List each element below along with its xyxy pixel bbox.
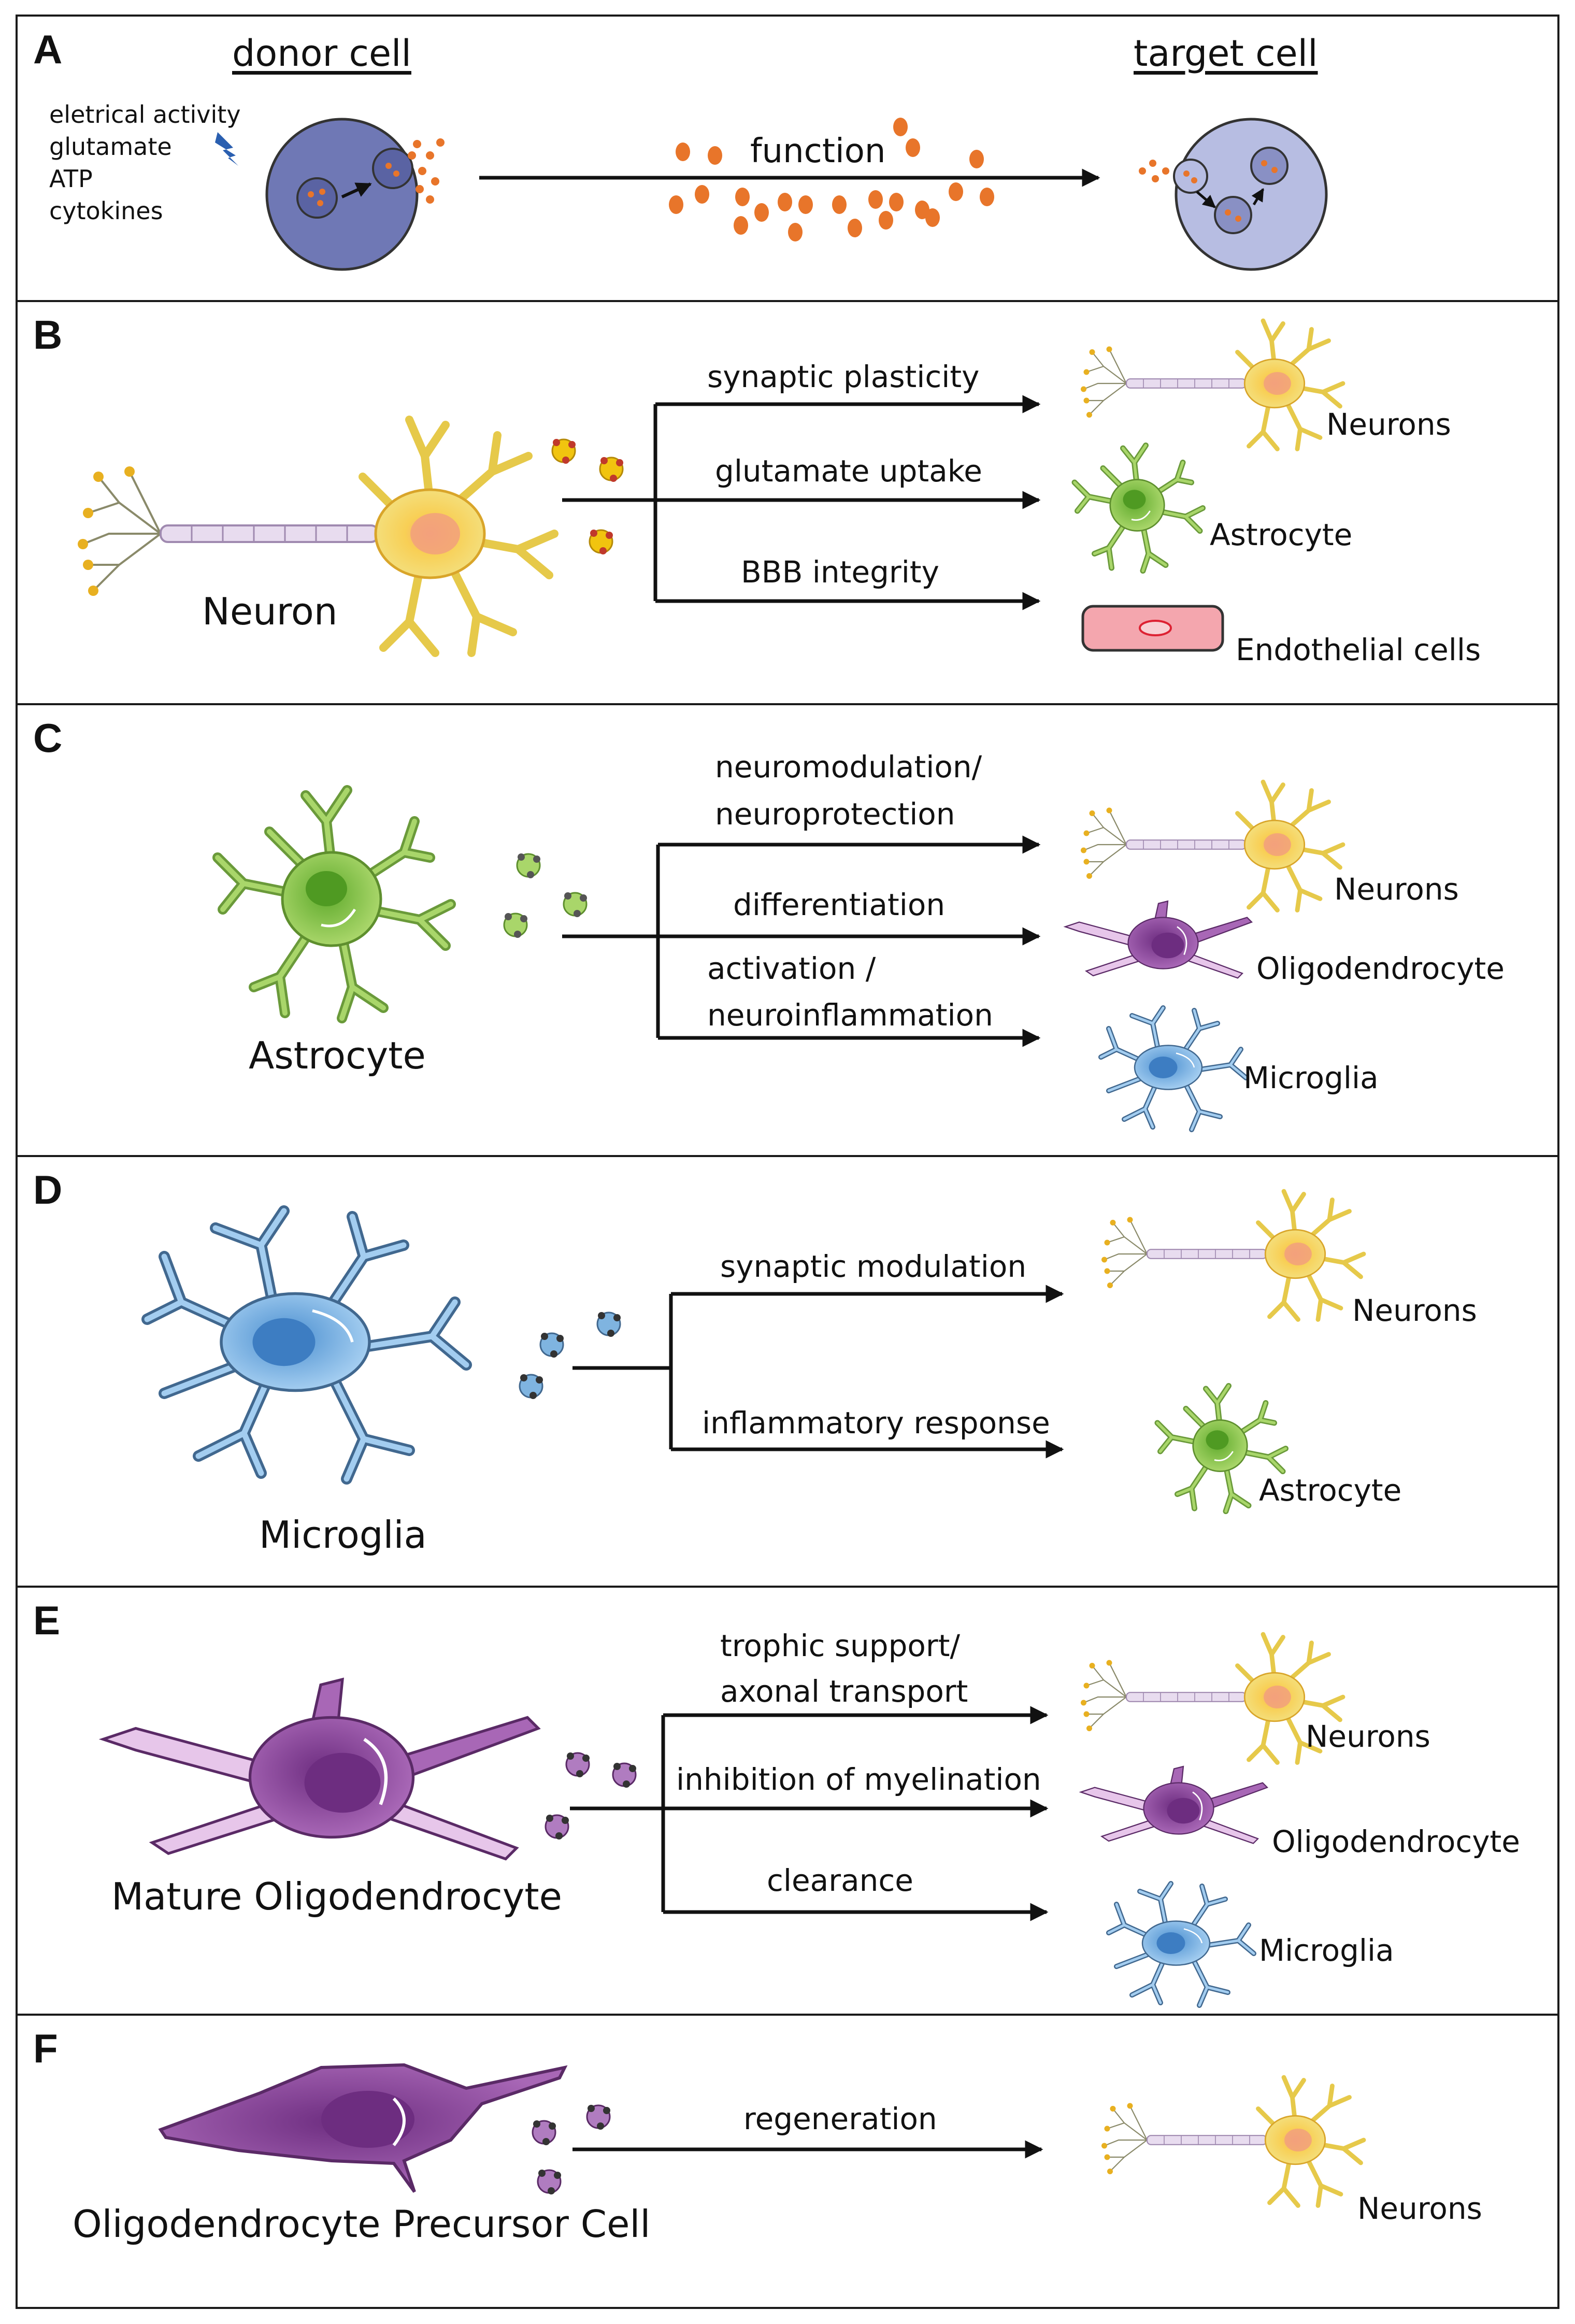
microglia-target-c xyxy=(1101,1008,1246,1130)
fn-clearance: clearance xyxy=(767,1863,913,1898)
neurons-target-f xyxy=(1101,2077,1364,2206)
opc-source-label: Oligodendrocyte Precursor Cell xyxy=(73,2202,651,2246)
neurons-target-b xyxy=(1081,321,1343,449)
function-label: function xyxy=(750,132,886,170)
fn-neuroprotection: neuroprotection xyxy=(715,796,955,832)
branch-arrows-b xyxy=(562,395,1041,610)
fn-inflammatory-response: inflammatory response xyxy=(702,1405,1050,1441)
donor-cell xyxy=(215,118,445,271)
fn-neuroinflammation: neuroinflammation xyxy=(707,997,993,1033)
lightning-icon xyxy=(215,132,238,166)
branch-arrows-c xyxy=(562,835,1041,1047)
microglia-target-e xyxy=(1109,1884,1254,2005)
oligodendrocyte-source-illustration xyxy=(103,1679,538,1859)
target-neurons-b: Neurons xyxy=(1326,407,1451,442)
target-oligodendrocyte-e: Oligodendrocyte xyxy=(1272,1824,1520,1859)
panel-label-e: E xyxy=(33,1598,61,1643)
fn-regeneration: regeneration xyxy=(743,2101,937,2136)
microglia-source-illustration xyxy=(147,1211,466,1479)
neurons-target-d xyxy=(1101,1191,1364,1320)
panel-label-f: F xyxy=(33,2026,58,2071)
fn-axonal-transport: axonal transport xyxy=(720,1674,968,1709)
stimulus-4: cytokines xyxy=(49,197,163,225)
fn-inhibition-of-myelination: inhibition of myelination xyxy=(676,1762,1041,1797)
microglia-source-label: Microglia xyxy=(259,1513,427,1557)
fn-synaptic-plasticity: synaptic plasticity xyxy=(707,359,980,394)
vesicles-blue xyxy=(519,1311,622,1400)
panel-label-a: A xyxy=(33,26,63,72)
target-neurons-e: Neurons xyxy=(1306,1719,1430,1754)
stimulus-3: ATP xyxy=(49,165,93,193)
panel-label-c: C xyxy=(33,715,63,761)
neurons-target-c xyxy=(1081,782,1343,910)
fn-trophic-support: trophic support/ xyxy=(720,1628,961,1663)
fn-activation: activation / xyxy=(707,951,876,986)
panel-label-d: D xyxy=(33,1167,63,1213)
target-cell-heading: target cell xyxy=(1134,32,1318,75)
target-astrocyte-d: Astrocyte xyxy=(1259,1473,1402,1508)
astrocyte-source-label: Astrocyte xyxy=(249,1034,426,1077)
target-endothelial-b: Endothelial cells xyxy=(1236,632,1481,667)
stimulus-2: glutamate xyxy=(49,133,172,161)
mature-oligodendrocyte-label: Mature Oligodendrocyte xyxy=(111,1875,562,1918)
stimulus-1: eletrical activity xyxy=(49,101,241,129)
fn-differentiation: differentiation xyxy=(733,887,946,922)
fn-neuromodulation: neuromodulation/ xyxy=(715,749,982,785)
target-neurons-c: Neurons xyxy=(1334,872,1459,907)
vesicles-purple-e xyxy=(545,1751,637,1841)
target-oligodendrocyte-c: Oligodendrocyte xyxy=(1256,951,1505,986)
vesicles-yellow xyxy=(551,438,624,555)
branch-arrows-d xyxy=(572,1285,1064,1459)
oligodendrocyte-target-c xyxy=(1064,900,1253,979)
astrocyte-target-b xyxy=(1075,446,1203,571)
target-astrocyte-b: Astrocyte xyxy=(1210,517,1353,552)
fn-bbb-integrity: BBB integrity xyxy=(741,554,939,590)
target-cell xyxy=(1139,118,1328,271)
endothelial-cell xyxy=(1081,605,1224,652)
panel-label-b: B xyxy=(33,312,63,358)
fn-glutamate-uptake: glutamate uptake xyxy=(715,453,982,489)
opc-source-illustration xyxy=(158,2063,568,2193)
neuron-source-label: Neuron xyxy=(202,590,338,633)
target-neurons-f: Neurons xyxy=(1357,2191,1482,2226)
vesicles-green xyxy=(503,852,588,939)
target-microglia-e: Microglia xyxy=(1259,1933,1394,1968)
oligodendrocyte-target-e xyxy=(1080,1765,1268,1844)
astrocyte-source-illustration xyxy=(218,790,451,1018)
target-microglia-c: Microglia xyxy=(1243,1060,1379,1095)
panel-c: C xyxy=(16,703,1559,1157)
fn-synaptic-modulation: synaptic modulation xyxy=(720,1249,1027,1284)
neurons-target-e xyxy=(1081,1634,1343,1763)
donor-cell-heading: donor cell xyxy=(232,32,411,75)
branch-arrows-e xyxy=(570,1706,1049,1921)
exosome-particles xyxy=(669,118,994,241)
target-neurons-d: Neurons xyxy=(1352,1293,1477,1328)
